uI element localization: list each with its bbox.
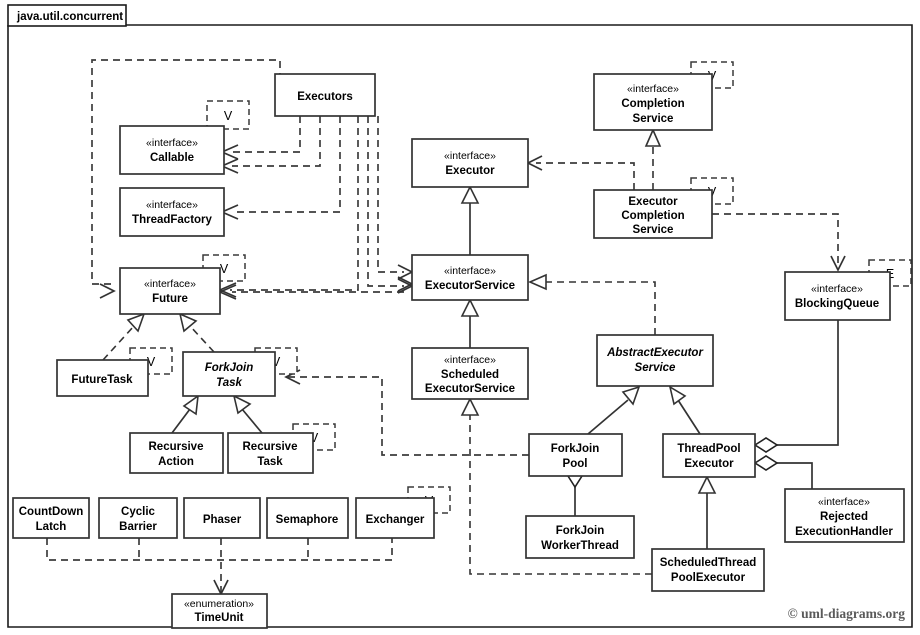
class-scheduled-executor-service[interactable]: «interface» Scheduled ExecutorService <box>411 347 529 400</box>
class-fork-join-worker-thread[interactable]: ForkJoin WorkerThread <box>525 515 635 559</box>
class-name-thread-pool-executor-line2: Executor <box>684 458 734 470</box>
class-name-abstract-executor-service-line1: AbstractExecutor <box>606 347 703 359</box>
type-param-future: V <box>220 262 229 276</box>
class-rejected-execution-handler[interactable]: «interface» Rejected ExecutionHandler <box>784 488 905 543</box>
class-name-fork-join-pool-line2: Pool <box>563 458 588 470</box>
relations-completion <box>536 128 846 272</box>
stereotype-scheduled-executor-service: «interface» <box>444 354 496 366</box>
class-name-callable: Callable <box>150 152 194 164</box>
class-name-completion-service-line2: Service <box>633 113 674 125</box>
class-name-executor-completion-service-line1: Executor <box>628 196 678 208</box>
class-executors[interactable]: Executors <box>274 73 376 117</box>
relations-future-left <box>99 283 116 299</box>
class-completion-service[interactable]: V «interface» Completion Service <box>593 61 734 131</box>
class-cyclic-barrier[interactable]: Cyclic Barrier <box>98 497 178 539</box>
class-name-executor: Executor <box>445 165 495 177</box>
stereotype-rejected-execution-handler: «interface» <box>818 496 870 508</box>
class-fork-join-task[interactable]: V ForkJoin Task <box>182 347 298 397</box>
class-abstract-executor-service[interactable]: AbstractExecutor Service <box>596 334 714 387</box>
class-future-task[interactable]: V FutureTask <box>56 347 173 397</box>
stereotype-completion-service: «interface» <box>627 83 679 95</box>
class-recursive-task[interactable]: V Recursive Task <box>227 423 336 474</box>
class-semaphore[interactable]: Semaphore <box>266 497 349 539</box>
stereotype-executor: «interface» <box>444 150 496 162</box>
relations-scheduled-tpe <box>460 397 652 575</box>
class-name-recursive-action-line1: Recursive <box>149 441 204 453</box>
class-name-fork-join-worker-thread-line2: WorkerThread <box>541 540 619 552</box>
class-name-scheduled-executor-service-line2: ExecutorService <box>425 383 515 395</box>
package-frame: java.util.concurrent <box>7 4 913 628</box>
type-param-recursive-task: V <box>310 431 319 445</box>
class-name-time-unit: TimeUnit <box>195 612 244 624</box>
class-blocking-queue[interactable]: E «interface» BlockingQueue <box>784 259 912 321</box>
class-name-fork-join-task-line2: Task <box>216 377 242 389</box>
relations-forkjointask <box>171 394 263 434</box>
class-name-thread-factory: ThreadFactory <box>132 214 212 226</box>
stereotype-time-unit: «enumeration» <box>184 598 254 610</box>
class-exchanger[interactable]: V Exchanger <box>355 486 451 539</box>
class-name-rejected-execution-handler-line1: Rejected <box>820 511 868 523</box>
class-name-fork-join-worker-thread-line1: ForkJoin <box>556 525 605 537</box>
class-name-cyclic-barrier-line2: Barrier <box>119 521 157 533</box>
class-name-recursive-action-line2: Action <box>158 456 194 468</box>
class-name-exchanger: Exchanger <box>366 514 425 526</box>
stereotype-future: «interface» <box>144 278 196 290</box>
class-callable[interactable]: V «interface» Callable <box>119 100 250 175</box>
relations-core-hierarchy <box>460 185 480 348</box>
class-time-unit[interactable]: «enumeration» TimeUnit <box>171 593 268 629</box>
type-param-fork-join-task: V <box>272 355 281 369</box>
class-phaser[interactable]: Phaser <box>183 497 261 539</box>
type-param-future-task: V <box>147 355 156 369</box>
package-label: java.util.concurrent <box>16 11 123 23</box>
class-name-executor-completion-service-line2: Completion <box>621 210 684 222</box>
class-executor[interactable]: «interface» Executor <box>411 138 529 188</box>
class-name-completion-service-line1: Completion <box>621 98 684 110</box>
class-scheduled-thread-pool-executor[interactable]: ScheduledThread PoolExecutor <box>651 548 765 592</box>
class-name-blocking-queue: BlockingQueue <box>795 298 879 310</box>
relations-tpe <box>668 320 839 549</box>
class-name-semaphore: Semaphore <box>276 514 339 526</box>
class-name-recursive-task-line1: Recursive <box>243 441 298 453</box>
copyright-credit: © uml-diagrams.org <box>788 606 906 621</box>
relations-future <box>102 291 404 361</box>
class-name-scheduled-thread-pool-executor-line1: ScheduledThread <box>660 557 757 569</box>
class-name-abstract-executor-service-line2: Service <box>635 362 677 374</box>
class-executor-service[interactable]: «interface» ExecutorService <box>411 254 529 301</box>
class-name-executors: Executors <box>297 91 353 103</box>
class-name-phaser: Phaser <box>203 514 242 526</box>
class-fork-join-pool[interactable]: ForkJoin Pool <box>528 433 623 477</box>
class-executor-completion-service[interactable]: V Executor Completion Service <box>593 177 734 239</box>
class-name-future-task: FutureTask <box>71 374 133 386</box>
stereotype-executor-service: «interface» <box>444 265 496 277</box>
stereotype-thread-factory: «interface» <box>146 199 198 211</box>
class-name-executor-completion-service-line3: Service <box>633 224 674 236</box>
relations-abstract-executor <box>528 273 656 335</box>
class-name-fork-join-task-line1: ForkJoin <box>205 362 254 374</box>
class-name-scheduled-thread-pool-executor-line2: PoolExecutor <box>671 572 746 584</box>
class-future[interactable]: V «interface» Future <box>119 254 246 315</box>
stereotype-callable: «interface» <box>146 137 198 149</box>
class-name-thread-pool-executor-line1: ThreadPool <box>677 443 740 455</box>
class-name-count-down-latch-line1: CountDown <box>19 506 84 518</box>
class-recursive-action[interactable]: Recursive Action <box>129 432 224 474</box>
class-name-scheduled-executor-service-line1: Scheduled <box>441 369 499 381</box>
class-name-rejected-execution-handler-line2: ExecutionHandler <box>795 526 893 538</box>
stereotype-blocking-queue: «interface» <box>811 283 863 295</box>
class-name-cyclic-barrier-line1: Cyclic <box>121 506 155 518</box>
class-name-future: Future <box>152 293 188 305</box>
class-name-count-down-latch-line2: Latch <box>36 521 67 533</box>
class-count-down-latch[interactable]: CountDown Latch <box>12 497 90 539</box>
type-param-callable: V <box>224 109 233 123</box>
class-name-executor-service: ExecutorService <box>425 280 515 292</box>
class-name-fork-join-pool-line1: ForkJoin <box>551 443 600 455</box>
class-thread-factory[interactable]: «interface» ThreadFactory <box>119 187 225 237</box>
class-name-recursive-task-line2: Task <box>257 456 283 468</box>
class-thread-pool-executor[interactable]: ThreadPool Executor <box>662 433 756 478</box>
